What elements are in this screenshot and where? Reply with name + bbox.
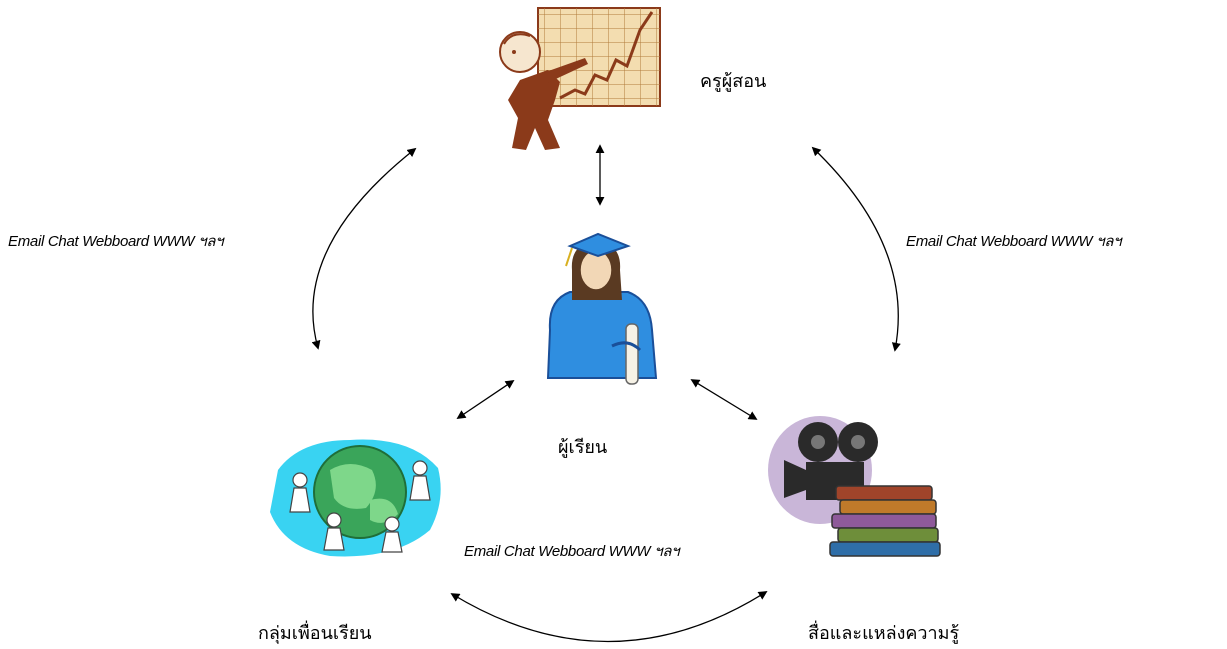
arrow-learner-peers (456, 379, 515, 420)
learner-illustration (546, 232, 658, 385)
arrow-learner-resources (690, 379, 758, 420)
channel-label-left: Email Chat Webboard WWW ฯลฯ (8, 233, 224, 250)
arrow-teacher-peers (311, 147, 417, 350)
arrow-teacher-resources (811, 146, 901, 352)
resources-label: สื่อและแหล่งความรู้ (808, 623, 960, 644)
teacher-illustration (499, 7, 661, 150)
learner-label: ผู้เรียน (558, 437, 608, 458)
channel-label-right: Email Chat Webboard WWW ฯลฯ (906, 233, 1122, 250)
resources-illustration (768, 416, 941, 557)
arrows (311, 144, 901, 643)
arrow-peers-resources (450, 591, 768, 643)
peers-illustration (270, 439, 441, 557)
teacher-label: ครูผู้สอน (700, 71, 767, 92)
peers-label: กลุ่มเพื่อนเรียน (258, 623, 372, 644)
channel-label-bottom: Email Chat Webboard WWW ฯลฯ (464, 543, 680, 560)
